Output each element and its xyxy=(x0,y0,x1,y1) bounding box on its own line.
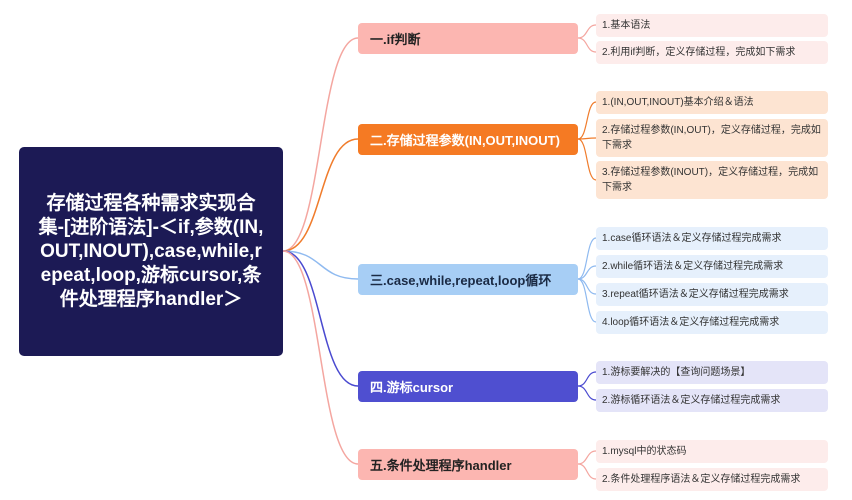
root-topic[interactable]: 存储过程各种需求实现合集-[进阶语法]-＜if,参数(IN,OUT,INOUT)… xyxy=(19,147,283,356)
leaf-label: 2.while循环语法＆定义存储过程完成需求 xyxy=(602,261,784,272)
branch-connector xyxy=(282,250,359,465)
leaf-connector xyxy=(577,385,597,401)
leaf-label: 1.(IN,OUT,INOUT)基本介绍＆语法 xyxy=(602,97,754,108)
branch-connector xyxy=(282,250,359,387)
leaf-connector xyxy=(577,138,597,181)
leaf-if-1[interactable]: 1.基本语法 xyxy=(596,14,828,37)
branch-handler[interactable]: 五.条件处理程序handler xyxy=(358,449,578,480)
branch-label: 三.case,while,repeat,loop循环 xyxy=(370,273,552,288)
leaf-label: 4.loop循环语法＆定义存储过程完成需求 xyxy=(602,317,780,328)
leaf-connector xyxy=(577,237,597,280)
leaf-connector xyxy=(577,265,597,280)
leaf-label: 2.条件处理程序语法＆定义存储过程完成需求 xyxy=(602,474,801,485)
leaf-loops-4[interactable]: 4.loop循环语法＆定义存储过程完成需求 xyxy=(596,311,828,334)
leaf-connector xyxy=(577,101,597,140)
leaf-handler-2[interactable]: 2.条件处理程序语法＆定义存储过程完成需求 xyxy=(596,468,828,491)
branch-loops[interactable]: 三.case,while,repeat,loop循环 xyxy=(358,264,578,295)
branch-cursor[interactable]: 四.游标cursor xyxy=(358,371,578,402)
leaf-cursor-2[interactable]: 2.游标循环语法＆定义存储过程完成需求 xyxy=(596,389,828,412)
leaf-loops-1[interactable]: 1.case循环语法＆定义存储过程完成需求 xyxy=(596,227,828,250)
leaf-connector xyxy=(577,278,597,323)
leaf-connector xyxy=(577,371,597,387)
leaf-connector xyxy=(577,463,597,480)
leaf-label: 2.存储过程参数(IN,OUT)，定义存储过程，完成如下需求 xyxy=(602,125,821,151)
leaf-connector xyxy=(577,137,597,140)
leaf-label: 1.case循环语法＆定义存储过程完成需求 xyxy=(602,233,782,244)
leaf-label: 3.repeat循环语法＆定义存储过程完成需求 xyxy=(602,289,789,300)
leaf-label: 1.mysql中的状态码 xyxy=(602,446,687,457)
leaf-params-2[interactable]: 2.存储过程参数(IN,OUT)，定义存储过程，完成如下需求 xyxy=(596,119,828,157)
leaf-params-1[interactable]: 1.(IN,OUT,INOUT)基本介绍＆语法 xyxy=(596,91,828,114)
leaf-loops-2[interactable]: 2.while循环语法＆定义存储过程完成需求 xyxy=(596,255,828,278)
leaf-connector xyxy=(577,278,597,295)
root-topic-label: 存储过程各种需求实现合集-[进阶语法]-＜if,参数(IN,OUT,INOUT)… xyxy=(38,192,264,310)
leaf-cursor-1[interactable]: 1.游标要解决的【查询问题场景】 xyxy=(596,361,828,384)
branch-connector xyxy=(282,250,359,280)
leaf-label: 1.游标要解决的【查询问题场景】 xyxy=(602,367,751,378)
leaf-label: 2.利用if判断，定义存储过程，完成如下需求 xyxy=(602,47,796,58)
leaf-connector xyxy=(577,450,597,465)
leaf-if-2[interactable]: 2.利用if判断，定义存储过程，完成如下需求 xyxy=(596,41,828,64)
branch-connector xyxy=(282,37,359,252)
leaf-handler-1[interactable]: 1.mysql中的状态码 xyxy=(596,440,828,463)
branch-connector xyxy=(282,138,359,252)
branch-label: 二.存储过程参数(IN,OUT,INOUT) xyxy=(370,133,560,148)
branch-if[interactable]: 一.if判断 xyxy=(358,23,578,54)
leaf-loops-3[interactable]: 3.repeat循环语法＆定义存储过程完成需求 xyxy=(596,283,828,306)
branch-procedure-params[interactable]: 二.存储过程参数(IN,OUT,INOUT) xyxy=(358,124,578,155)
leaf-label: 3.存储过程参数(INOUT)，定义存储过程，完成如下需求 xyxy=(602,167,819,193)
leaf-label: 2.游标循环语法＆定义存储过程完成需求 xyxy=(602,395,781,406)
leaf-label: 1.基本语法 xyxy=(602,20,651,31)
leaf-params-3[interactable]: 3.存储过程参数(INOUT)，定义存储过程，完成如下需求 xyxy=(596,161,828,199)
branch-label: 四.游标cursor xyxy=(370,380,454,395)
branch-label: 一.if判断 xyxy=(370,32,421,47)
leaf-connector xyxy=(577,24,597,39)
branch-label: 五.条件处理程序handler xyxy=(370,458,512,473)
leaf-connector xyxy=(577,37,597,53)
